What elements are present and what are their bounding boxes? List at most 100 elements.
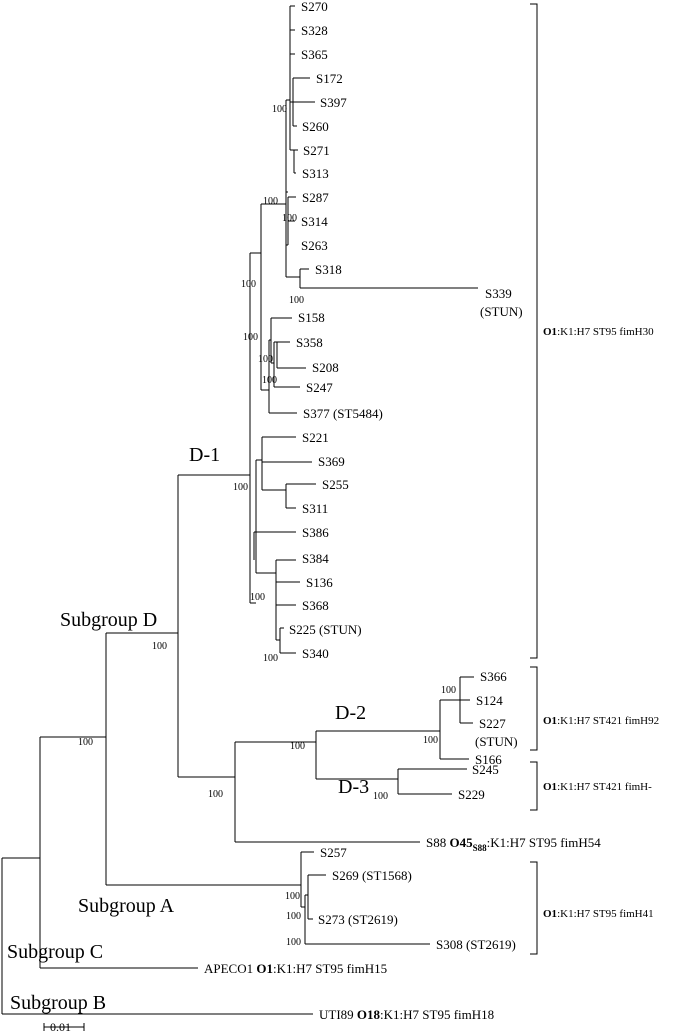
leaf-s369: S369: [318, 454, 345, 469]
branch-node-c: [39, 736, 198, 969]
branch-top-sub1: [289, 5, 295, 151]
bootstrap-value: 100: [290, 741, 305, 752]
leaf-s308: S308 (ST2619): [436, 937, 516, 952]
annotation-fimh92: O1:K1:H7 ST421 fimH92: [543, 715, 659, 727]
bootstrap-value: 100: [78, 737, 93, 748]
group-label-subgroup-d: Subgroup D: [60, 609, 157, 631]
branch-d1-root: [249, 252, 261, 604]
leaf-s270: S270: [301, 0, 328, 14]
branch-top-sub2: [292, 77, 315, 127]
leaf-s273: S273 (ST2619): [318, 912, 398, 927]
bootstrap-value: 100: [250, 592, 265, 603]
leaf-s227: S227: [479, 716, 506, 731]
branch-mid-sub3: [276, 342, 306, 369]
leaf-s88: S88 O45S88:K1:H7 ST95 fimH54: [426, 835, 601, 853]
clade-bracket-fimh41: [530, 861, 538, 955]
leaf-s339-note: (STUN): [480, 304, 523, 319]
group-label-subgroup-b: Subgroup B: [10, 992, 106, 1014]
leaf-s358: S358: [296, 335, 323, 350]
leaf-s263: S263: [301, 238, 328, 253]
leaf-s339: S339: [485, 286, 512, 301]
branch-d2-d3-node: [234, 741, 420, 843]
bootstrap-value: 100: [233, 482, 248, 493]
branch-top-sub4: [286, 196, 296, 246]
bootstrap-value: 100: [286, 911, 301, 922]
leaf-s314: S314: [301, 214, 328, 229]
leaf-s245: S245: [472, 762, 499, 777]
branch-low-sub3: [285, 483, 316, 509]
scale-bar-line: [43, 1023, 85, 1031]
branch-d2-d3-split: [315, 730, 440, 780]
leaf-s166: S166: [475, 752, 502, 767]
annotation-fimh30: O1:K1:H7 ST95 fimH30: [543, 326, 654, 338]
bootstrap-value: 100: [208, 789, 223, 800]
scale-bar-label: 0.01: [50, 1020, 71, 1033]
leaf-s221: S221: [302, 430, 329, 445]
leaf-s386: S386: [302, 525, 329, 540]
leaf-s311: S311: [302, 501, 328, 516]
bootstrap-value: 100: [286, 937, 301, 948]
bootstrap-value: 100: [282, 213, 297, 224]
bootstrap-value: 100: [272, 104, 287, 115]
bootstrap-value: 100: [373, 791, 388, 802]
group-label-d2: D-2: [335, 702, 366, 724]
bootstrap-value: 100: [263, 196, 278, 207]
leaf-s208: S208: [312, 360, 339, 375]
bootstrap-value: 100: [241, 279, 256, 290]
branch-d2-subclade: [459, 676, 474, 724]
branch-d2-clade: [439, 699, 469, 760]
bootstrap-value: 100: [423, 735, 438, 746]
leaf-s340: S340: [302, 646, 329, 661]
annotation-fimh41: O1:K1:H7 ST95 fimH41: [543, 908, 654, 920]
bootstrap-value: 100: [152, 641, 167, 652]
branch-low-sub4: [253, 531, 296, 560]
leaf-s227-note: (STUN): [475, 734, 518, 749]
leaf-s255: S255: [322, 477, 349, 492]
clade-bracket-fimh30: [530, 3, 538, 659]
leaf-s271: S271: [303, 143, 330, 158]
group-labels: D-1 D-2 D-3 Subgroup D Subgroup A Subgro…: [7, 444, 369, 1014]
leaf-s368: S368: [302, 598, 329, 613]
branch-low-sub1: [261, 436, 296, 491]
leaf-s366: S366: [480, 669, 507, 684]
leaf-s328: S328: [301, 23, 328, 38]
group-label-d1: D-1: [189, 444, 220, 466]
branch-subgroup-a: [300, 851, 314, 908]
group-label-subgroup-a: Subgroup A: [78, 895, 175, 917]
leaf-s313: S313: [302, 166, 329, 181]
branch-a-sub2: [307, 874, 326, 920]
group-label-subgroup-c: Subgroup C: [7, 941, 103, 963]
leaf-s225: S225 (STUN): [289, 622, 362, 637]
branch-subgroup-d: [177, 474, 250, 778]
leaf-s287: S287: [302, 190, 329, 205]
leaf-s365: S365: [301, 47, 328, 62]
leaf-s158: S158: [298, 310, 325, 325]
leaf-s318: S318: [315, 262, 342, 277]
leaf-s377: S377 (ST5484): [303, 406, 383, 421]
clade-bracket-fimh-: [530, 761, 538, 811]
bootstrap-value: 100: [285, 891, 300, 902]
leaf-s172: S172: [316, 71, 343, 86]
leaf-s136: S136: [306, 575, 333, 590]
branch-low-sub6: [279, 627, 296, 654]
leaf-s124: S124: [476, 693, 503, 708]
leaf-s269: S269 (ST1568): [332, 868, 412, 883]
branch-top-sub3: [293, 149, 298, 174]
leaf-s247: S247: [306, 380, 333, 395]
annotation-fimh-: O1:K1:H7 ST421 fimH-: [543, 781, 652, 793]
branch-node-da: [105, 632, 301, 886]
clade-annotations: O1:K1:H7 ST95 fimH30 O1:K1:H7 ST421 fimH…: [530, 3, 659, 955]
branch-d3-clade: [397, 768, 467, 795]
leaf-s384: S384: [302, 551, 329, 566]
leaf-apeco1: APECO1 O1:K1:H7 ST95 fimH15: [204, 961, 387, 976]
branch-top-sub5: [299, 268, 478, 289]
leaf-labels: S270 S328 S365 S172 S397 S260 S271 S313 …: [204, 0, 601, 1022]
branch-top-cluster: [285, 99, 300, 278]
leaf-uti89: UTI89 O18:K1:H7 ST95 fimH18: [319, 1007, 494, 1022]
bootstrap-value: 100: [243, 332, 258, 343]
bootstrap-value: 100: [289, 295, 304, 306]
leaf-s257: S257: [320, 845, 347, 860]
branch-low-sub5: [275, 559, 300, 641]
bootstrap-value: 100: [263, 653, 278, 664]
